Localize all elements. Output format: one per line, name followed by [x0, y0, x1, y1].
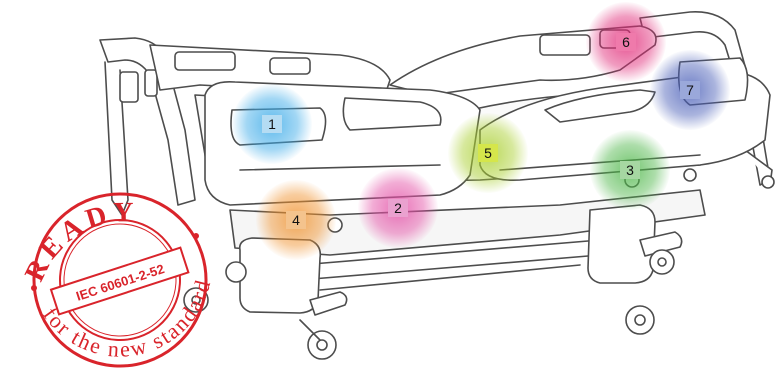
- marker-number: 6: [616, 33, 636, 51]
- feature-marker-5[interactable]: 5: [448, 113, 528, 193]
- feature-marker-2[interactable]: 2: [358, 168, 438, 248]
- stamp-dot: [193, 233, 199, 239]
- feature-marker-1[interactable]: 1: [232, 84, 312, 164]
- marker-number: 1: [262, 115, 282, 133]
- marker-number: 3: [620, 161, 640, 179]
- marker-number: 7: [680, 81, 700, 99]
- ready-certification-stamp: READY IEC 60601-2-52 for the new standar…: [19, 192, 214, 368]
- marker-number: 5: [478, 144, 498, 162]
- feature-marker-3[interactable]: 3: [590, 130, 670, 210]
- feature-marker-7[interactable]: 7: [650, 50, 730, 130]
- feature-marker-6[interactable]: 6: [586, 2, 666, 82]
- stamp-dot: [31, 285, 37, 291]
- marker-number: 4: [286, 211, 306, 229]
- feature-marker-4[interactable]: 4: [256, 180, 336, 260]
- marker-number: 2: [388, 199, 408, 217]
